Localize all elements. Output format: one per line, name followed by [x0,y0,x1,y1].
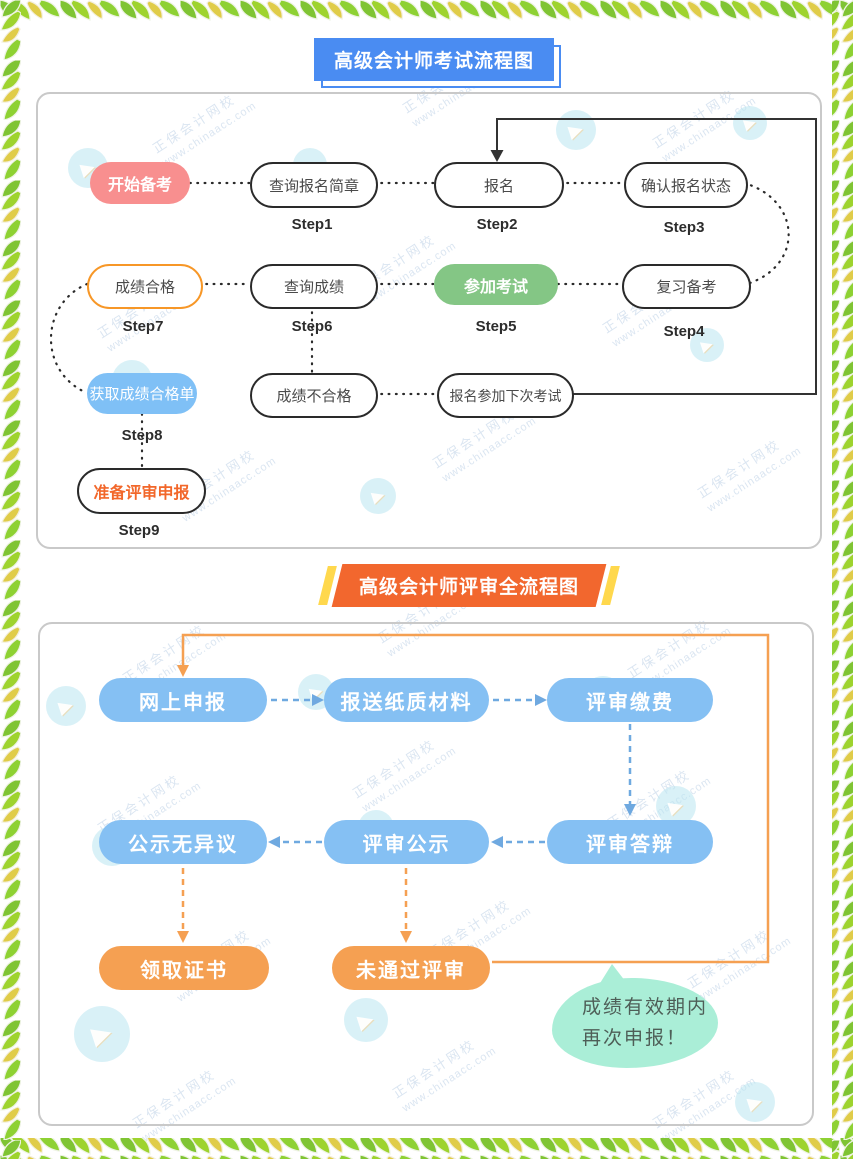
node-retry-next-exam: 报名参加下次考试 [437,373,574,418]
exam-flow-panel: 开始备考 查询报名简章 报名 确认报名状态 Step1 Step2 Step3 … [36,92,822,549]
step9-label: Step9 [118,522,160,539]
review-flow-panel: 网上申报 报送纸质材料 评审缴费 公示无异议 评审公示 评审答辩 领取证书 未通… [38,622,814,1126]
arrowhead-down-icon [490,150,504,162]
watermark-paper-plane-logo-icon: ▶ [360,478,396,514]
blue-dashed-connectors [271,698,632,844]
review-flow-title-badge: 高级会计师评审全流程图 [318,564,620,607]
node-check-notice: 查询报名简章 [250,162,378,208]
node-pass: 成绩合格 [87,264,203,309]
exam-flow-title-badge: 高级会计师考试流程图 [314,38,562,88]
node-review-payment: 评审缴费 [547,678,713,722]
orange-arrowheads [177,931,412,943]
blue-arrowheads [268,694,636,848]
arrowhead-right-icon [312,694,324,706]
watermark-paper-plane-logo-icon: ▶ [556,110,596,150]
arrowhead-down-icon [624,804,636,816]
node-get-certificate-sheet: 获取成绩合格单 [87,373,197,414]
watermark-paper-plane-logo-icon: ▶ [46,686,86,726]
exam-flow-title: 高级会计师考试流程图 [314,38,555,81]
node-confirm-status: 确认报名状态 [624,162,748,208]
watermark-paper-plane-logo-icon: ▶ [733,106,767,140]
exam-flow-connectors [49,118,817,470]
step5-label: Step5 [475,318,517,335]
note-line1: 成绩有效期内 [582,995,709,1018]
node-online-apply: 网上申报 [99,678,267,722]
review-flow-title-text: 高级会计师评审全流程图 [359,577,580,598]
node-submit-materials: 报送纸质材料 [324,678,489,722]
step6-label: Step6 [291,318,333,335]
arrowhead-right-icon [535,694,547,706]
step1-label: Step1 [291,216,333,233]
step4-label: Step4 [663,323,705,340]
node-public-notice: 评审公示 [324,820,489,864]
arrowhead-down-icon [400,931,412,943]
node-review-failed: 未通过评审 [332,946,490,990]
node-fail: 成绩不合格 [250,373,378,418]
node-no-objection: 公示无异议 [99,820,267,864]
note-line2: 再次申报！ [582,1027,688,1049]
watermark-paper-plane-logo-icon: ▶ [344,998,388,1042]
node-get-certificate: 领取证书 [99,946,269,990]
arrowhead-left-icon [268,836,280,848]
node-review-defense: 评审答辩 [547,820,713,864]
watermark-paper-plane-logo-icon: ▶ [735,1082,775,1122]
step3-label: Step3 [663,219,705,236]
step7-label: Step7 [122,318,164,335]
orange-loop-failed-to-apply [177,633,770,964]
node-start: 开始备考 [90,162,190,204]
dotted-connectors [49,181,790,470]
node-prepare-review: 准备评审申报 [77,468,206,514]
arrowhead-down-icon [177,665,189,677]
note-bubble: 成绩有效期内 再次申报！ [552,978,718,1068]
node-take-exam: 参加考试 [434,264,558,305]
step2-label: Step2 [476,216,518,233]
arrowhead-left-icon [491,836,503,848]
step8-label: Step8 [121,427,163,444]
orange-dashed-connectors [181,868,408,932]
arrowhead-down-icon [177,931,189,943]
node-check-score: 查询成绩 [250,264,378,309]
solid-loop-retry-to-register [490,118,817,395]
node-review-prepare: 复习备考 [622,264,751,309]
review-flow-title: 高级会计师评审全流程图 [331,564,607,607]
watermark-paper-plane-logo-icon: ▶ [690,328,724,362]
watermark-paper-plane-logo-icon: ▶ [74,1006,130,1062]
watermark-paper-plane-logo-icon: ▶ [656,786,696,826]
node-register: 报名 [434,162,564,208]
